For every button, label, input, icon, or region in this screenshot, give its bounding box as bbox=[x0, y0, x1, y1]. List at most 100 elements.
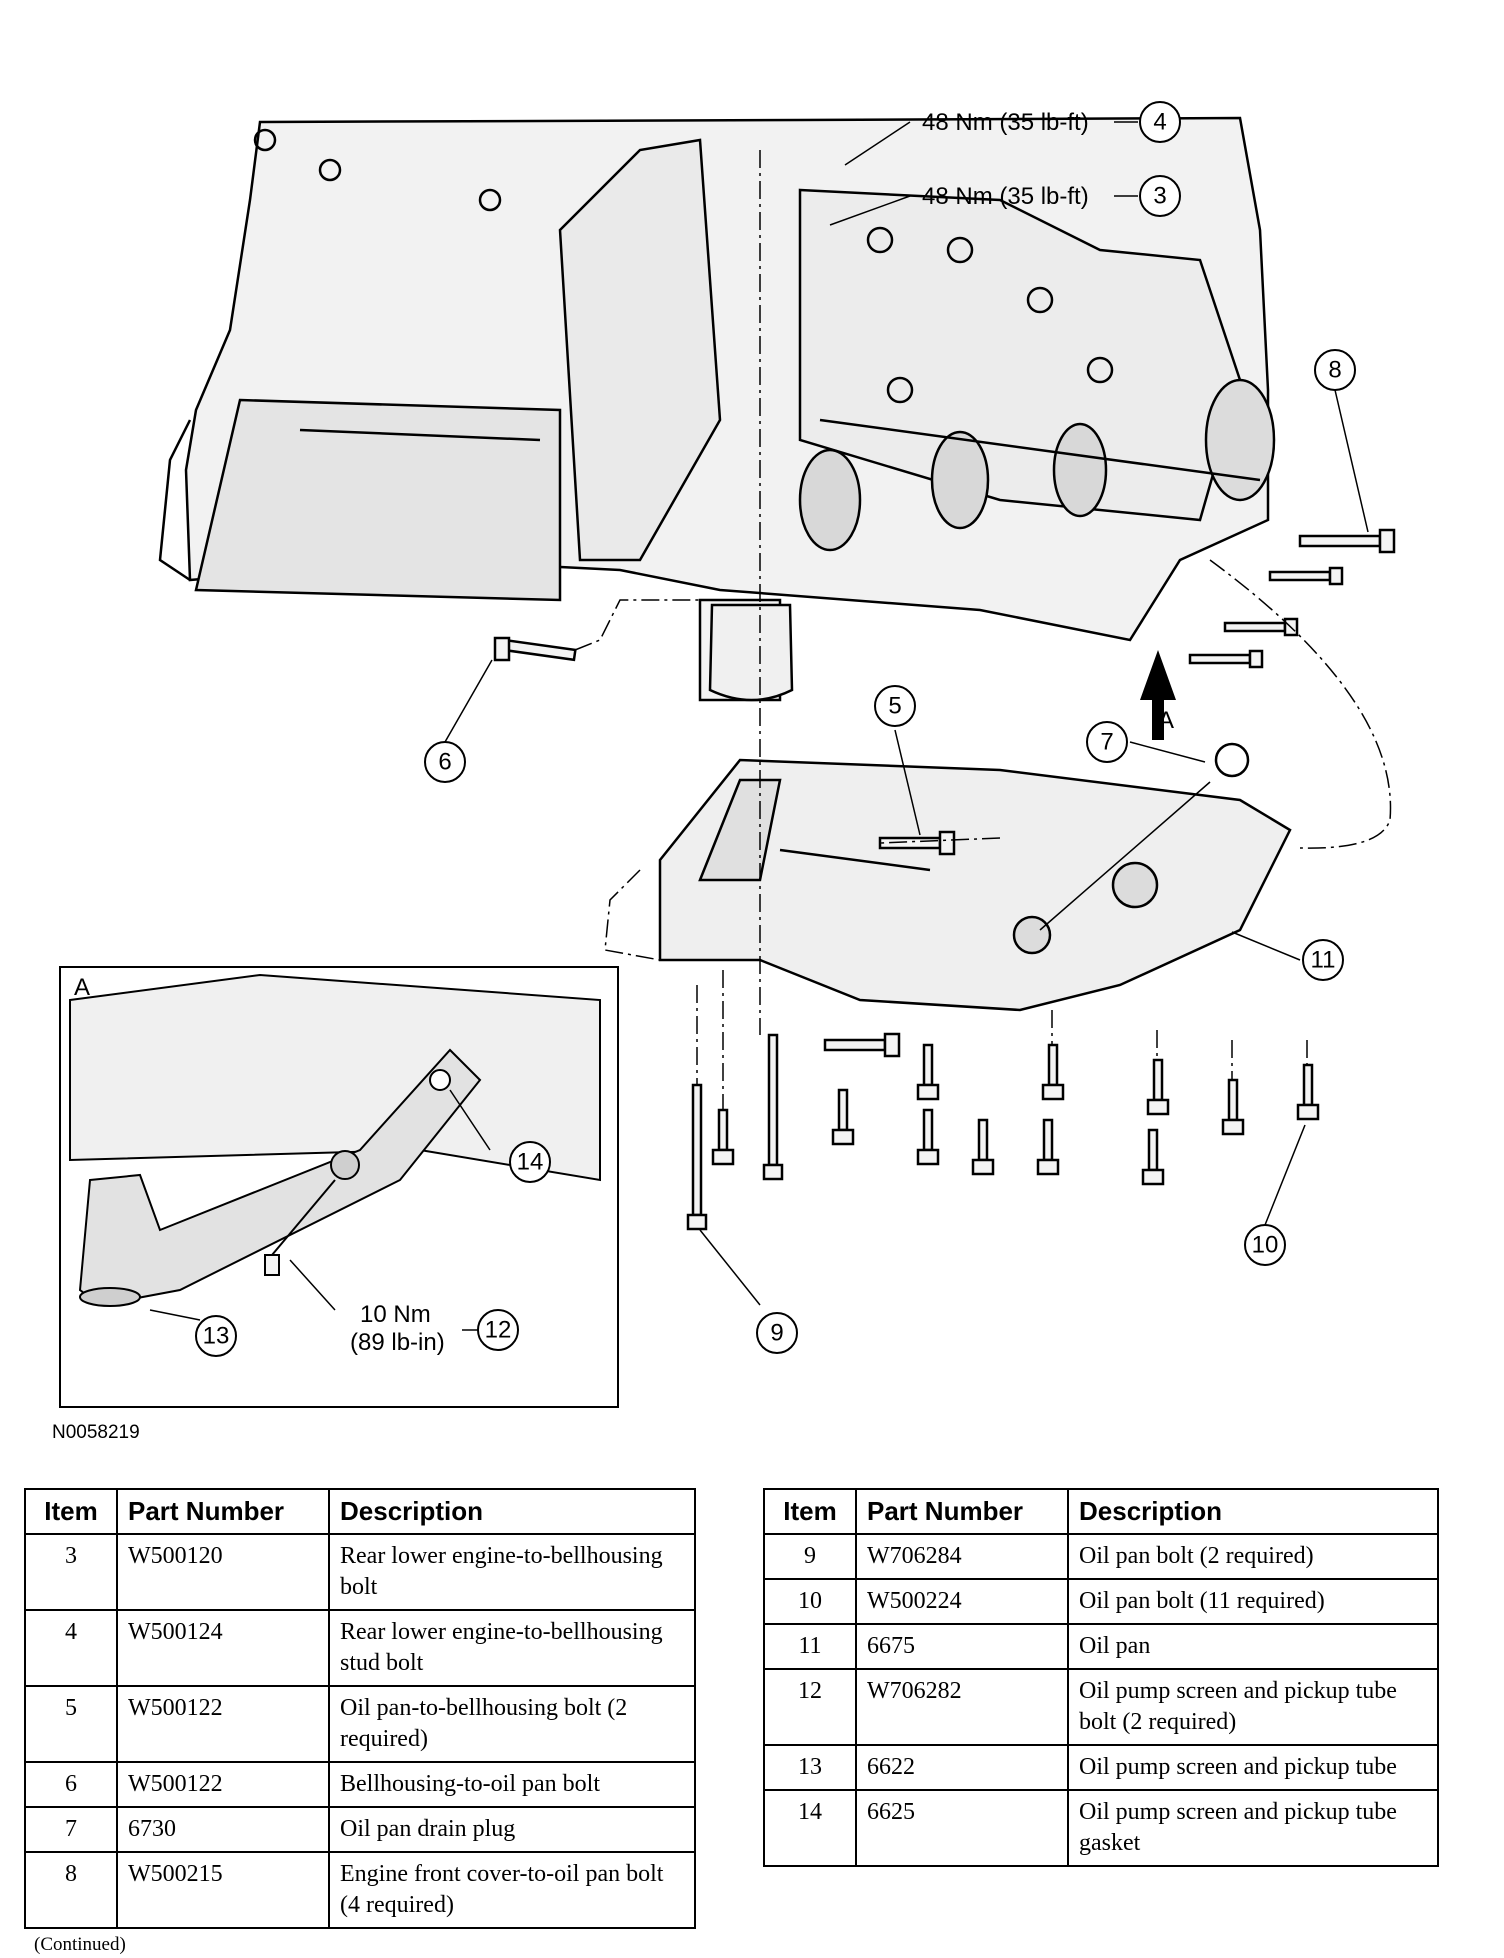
oil-pan-drawing bbox=[658, 742, 1292, 1012]
installation-lines bbox=[574, 150, 1392, 1110]
part-number-cell: W500224 bbox=[855, 1578, 1069, 1625]
svg-text:11: 11 bbox=[1311, 947, 1336, 974]
part-number-cell: 6730 bbox=[116, 1806, 330, 1853]
table-row: 3 W500120 Rear lower engine-to-bellhousi… bbox=[24, 1533, 696, 1611]
part-number-cell: W500120 bbox=[116, 1533, 330, 1611]
table-header-row: Item Part Number Description bbox=[763, 1488, 1439, 1535]
header-part-number: Part Number bbox=[855, 1488, 1069, 1535]
description-cell: Bellhousing-to-oil pan bolt bbox=[328, 1761, 696, 1808]
svg-text:7: 7 bbox=[1100, 729, 1113, 756]
svg-text:9: 9 bbox=[770, 1320, 783, 1347]
item-cell: 3 bbox=[24, 1533, 118, 1611]
torque-label-item-4: 48 Nm (35 lb-ft) bbox=[922, 109, 1089, 136]
table-row: 6 W500122 Bellhousing-to-oil pan bolt bbox=[24, 1761, 696, 1808]
item-cell: 10 bbox=[763, 1578, 857, 1625]
exploded-diagram: A 48 Nm (35 lb-ft) 48 Nm (35 lb-ft) A bbox=[59, 101, 1396, 1408]
part-number-cell: 6675 bbox=[855, 1623, 1069, 1670]
callout-6: 6 bbox=[424, 741, 466, 783]
item-cell: 6 bbox=[24, 1761, 118, 1808]
header-item: Item bbox=[763, 1488, 857, 1535]
table-row: 12 W706282 Oil pump screen and pickup tu… bbox=[763, 1668, 1439, 1746]
description-cell: Rear lower engine-to-bellhousing bolt bbox=[328, 1533, 696, 1611]
view-a-arrow: A bbox=[1140, 650, 1176, 740]
part-number-cell: W500124 bbox=[116, 1609, 330, 1687]
inset-letter: A bbox=[74, 974, 90, 1001]
item-cell: 11 bbox=[763, 1623, 857, 1670]
table-row: 11 6675 Oil pan bbox=[763, 1623, 1439, 1670]
table-row: 13 6622 Oil pump screen and pickup tube bbox=[763, 1744, 1439, 1791]
svg-text:3: 3 bbox=[1153, 183, 1166, 210]
item-cell: 4 bbox=[24, 1609, 118, 1687]
item-cell: 9 bbox=[763, 1533, 857, 1580]
header-description: Description bbox=[1067, 1488, 1439, 1535]
item-cell: 14 bbox=[763, 1789, 857, 1867]
parts-table-right: Item Part Number Description 9 W706284 O… bbox=[763, 1488, 1439, 1867]
oil-filter-drawing bbox=[708, 603, 794, 702]
callout-10: 10 bbox=[1244, 1224, 1286, 1266]
part-number-cell: W706284 bbox=[855, 1533, 1069, 1580]
torque-label-item-3: 48 Nm (35 lb-ft) bbox=[922, 183, 1089, 210]
figure-code: N0058219 bbox=[52, 1422, 140, 1443]
description-cell: Oil pan drain plug bbox=[328, 1806, 696, 1853]
header-item: Item bbox=[24, 1488, 118, 1535]
header-description: Description bbox=[328, 1488, 696, 1535]
part-number-cell: W500122 bbox=[116, 1685, 330, 1763]
callout-5: 5 bbox=[874, 685, 916, 727]
description-cell: Oil pan bbox=[1067, 1623, 1439, 1670]
table-row: 9 W706284 Oil pan bolt (2 required) bbox=[763, 1533, 1439, 1580]
description-cell: Engine front cover-to-oil pan bolt (4 re… bbox=[328, 1851, 696, 1929]
callout-3: 3 bbox=[1139, 175, 1181, 217]
table-row: 8 W500215 Engine front cover-to-oil pan … bbox=[24, 1851, 696, 1929]
item-cell: 7 bbox=[24, 1806, 118, 1853]
torque-label-item-12-lbin: (89 lb-in) bbox=[350, 1329, 445, 1356]
parts-table-left: Item Part Number Description 3 W500120 R… bbox=[24, 1488, 696, 1929]
table-row: 5 W500122 Oil pan-to-bellhousing bolt (2… bbox=[24, 1685, 696, 1763]
description-cell: Oil pan bolt (2 required) bbox=[1067, 1533, 1439, 1580]
description-cell: Oil pan-to-bellhousing bolt (2 required) bbox=[328, 1685, 696, 1763]
description-cell: Oil pump screen and pickup tube bbox=[1067, 1744, 1439, 1791]
part-number-cell: W500215 bbox=[116, 1851, 330, 1929]
table-row: 4 W500124 Rear lower engine-to-bellhousi… bbox=[24, 1609, 696, 1687]
header-part-number: Part Number bbox=[116, 1488, 330, 1535]
part-number-cell: W706282 bbox=[855, 1668, 1069, 1746]
svg-text:10: 10 bbox=[1252, 1232, 1279, 1259]
description-cell: Rear lower engine-to-bellhousing stud bo… bbox=[328, 1609, 696, 1687]
continued-note: (Continued) bbox=[34, 1934, 126, 1955]
description-cell: Oil pan bolt (11 required) bbox=[1067, 1578, 1439, 1625]
table-row: 14 6625 Oil pump screen and pickup tube … bbox=[763, 1789, 1439, 1867]
part-number-cell: 6622 bbox=[855, 1744, 1069, 1791]
svg-text:13: 13 bbox=[203, 1323, 230, 1350]
item-cell: 12 bbox=[763, 1668, 857, 1746]
callouts: 4 3 8 5 7 6 11 10 9 14 13 12 bbox=[195, 101, 1356, 1357]
item-cell: 8 bbox=[24, 1851, 118, 1929]
table-row: 7 6730 Oil pan drain plug bbox=[24, 1806, 696, 1853]
part-number-cell: W500122 bbox=[116, 1761, 330, 1808]
svg-text:4: 4 bbox=[1153, 109, 1166, 136]
torque-label-item-12-nm: 10 Nm bbox=[360, 1301, 431, 1328]
part-number-cell: 6625 bbox=[855, 1789, 1069, 1867]
table-row: 10 W500224 Oil pan bolt (11 required) bbox=[763, 1578, 1439, 1625]
callout-4: 4 bbox=[1139, 101, 1181, 143]
svg-text:6: 6 bbox=[438, 749, 451, 776]
item-cell: 5 bbox=[24, 1685, 118, 1763]
svg-text:12: 12 bbox=[485, 1317, 512, 1344]
svg-text:5: 5 bbox=[888, 693, 901, 720]
torque-annotations: 48 Nm (35 lb-ft) 48 Nm (35 lb-ft) bbox=[829, 109, 1138, 226]
callout-13: 13 bbox=[195, 1315, 237, 1357]
view-a-label: A bbox=[1158, 707, 1174, 734]
svg-text:8: 8 bbox=[1328, 357, 1341, 384]
svg-text:14: 14 bbox=[517, 1149, 544, 1176]
callout-11: 11 bbox=[1302, 939, 1344, 981]
callout-14: 14 bbox=[509, 1141, 551, 1183]
callout-12: 12 bbox=[477, 1309, 519, 1351]
inset-view-a: A 10 Nm (89 lb-in) bbox=[59, 966, 619, 1408]
description-cell: Oil pump screen and pickup tube gasket bbox=[1067, 1789, 1439, 1867]
callout-8: 8 bbox=[1314, 349, 1356, 391]
leader-lines bbox=[444, 389, 1369, 1306]
description-cell: Oil pump screen and pickup tube bolt (2 … bbox=[1067, 1668, 1439, 1746]
callout-9: 9 bbox=[756, 1312, 798, 1354]
table-header-row: Item Part Number Description bbox=[24, 1488, 696, 1535]
bolts-drawing bbox=[493, 528, 1396, 1231]
item-cell: 13 bbox=[763, 1744, 857, 1791]
callout-7: 7 bbox=[1086, 721, 1128, 763]
